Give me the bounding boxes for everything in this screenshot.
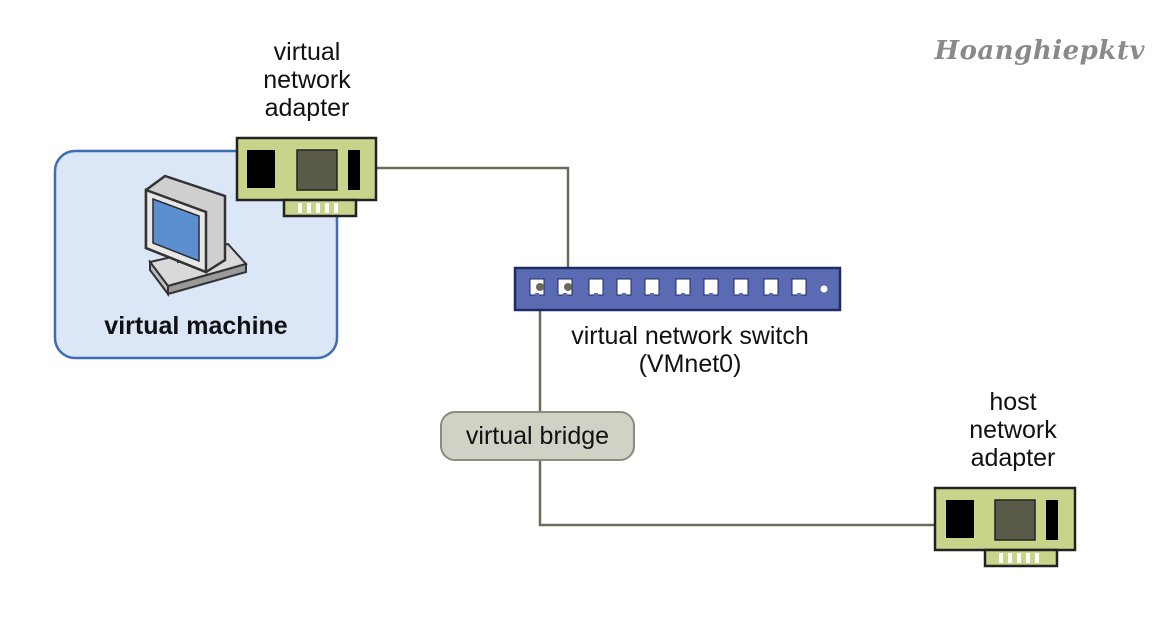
- virtual-machine-label: virtual machine: [104, 312, 288, 340]
- watermark-text: Hoanghiepktv: [934, 36, 1145, 66]
- host-label-line-1: host: [989, 388, 1037, 416]
- switch-label-line-2: (VMnet0): [638, 350, 742, 378]
- switch-to-host-line: [538, 290, 935, 527]
- virtual-bridge-label: virtual bridge: [465, 422, 610, 450]
- port-connector-host: [536, 283, 544, 291]
- virtual-network-switch: [513, 266, 842, 312]
- connection-lines: [375, 166, 935, 527]
- host-network-adapter-card: [933, 486, 1077, 568]
- virtual-network-adapter-label: virtual network adapter: [247, 38, 367, 122]
- vnic-label-line-3: adapter: [264, 94, 350, 122]
- vnic-to-switch-line: [375, 166, 570, 290]
- computer-icon: [144, 174, 248, 297]
- host-label-line-3: adapter: [970, 444, 1056, 472]
- port-connector-vm: [564, 283, 572, 291]
- virtual-network-switch-label: virtual network switch (VMnet0): [540, 322, 840, 378]
- vnic-label-line-1: virtual: [273, 38, 341, 66]
- host-network-adapter-label: host network adapter: [953, 388, 1073, 472]
- switch-label-line-1: virtual network switch: [571, 322, 809, 350]
- vnic-label-line-2: network: [263, 66, 351, 94]
- switch-status-light: [820, 285, 828, 293]
- virtual-network-adapter-card: [235, 136, 378, 218]
- virtual-bridge-box: [440, 411, 635, 461]
- host-label-line-2: network: [969, 416, 1057, 444]
